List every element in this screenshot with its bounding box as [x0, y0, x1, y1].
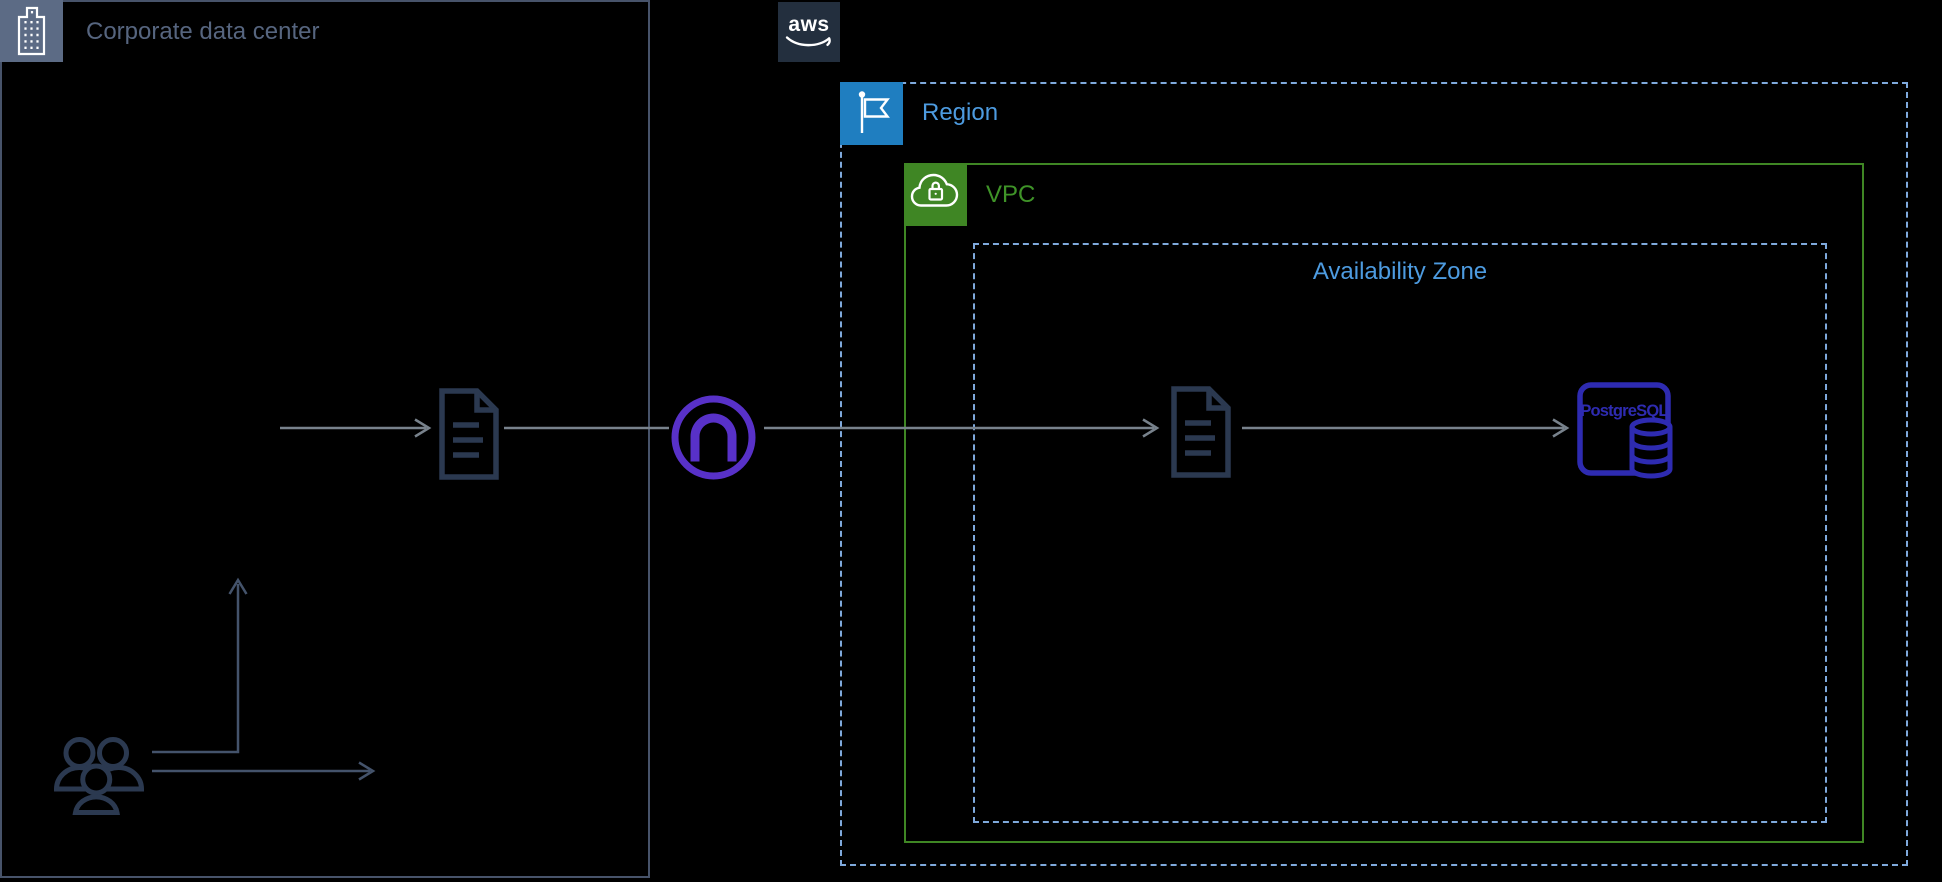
aws-smile-icon — [785, 35, 831, 46]
users-node — [50, 723, 148, 821]
aws-logo-text: aws — [788, 12, 830, 36]
gateway-icon — [671, 395, 756, 480]
vpc-badge — [904, 163, 967, 226]
region-badge — [840, 82, 903, 145]
corporate-data-center-badge — [0, 0, 63, 62]
corporate-data-center-label: Corporate data center — [86, 18, 320, 45]
region-group — [840, 82, 1908, 866]
postgresql-node: PostgreSQL — [1575, 380, 1675, 480]
aws-logo: aws — [778, 2, 840, 62]
source-document-node — [435, 387, 503, 481]
cloud-lock-icon — [910, 173, 959, 207]
vpc-group — [904, 163, 1864, 843]
region-label: Region — [922, 99, 999, 126]
postgresql-database-icon: PostgreSQL — [1577, 382, 1673, 479]
document-icon — [1171, 386, 1231, 478]
users-icon — [53, 737, 145, 815]
availability-zone-label: Availability Zone — [1312, 258, 1488, 285]
corporate-data-center-group — [0, 0, 650, 878]
gateway-node — [671, 395, 756, 480]
document-icon — [439, 388, 499, 480]
vpc-label: VPC — [986, 181, 1036, 208]
building-icon — [17, 6, 46, 56]
postgresql-label: PostgreSQL — [1580, 402, 1668, 420]
availability-zone-group — [973, 243, 1827, 823]
flag-icon — [858, 91, 890, 133]
target-document-node — [1167, 385, 1235, 479]
